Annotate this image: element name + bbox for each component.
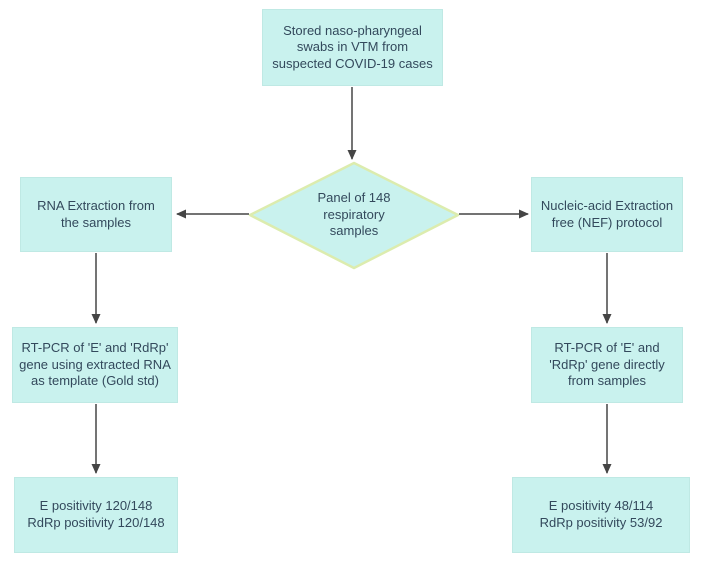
node-rtpcr-direct: RT-PCR of 'E' and 'RdRp' gene directly f… [531,327,683,403]
node-nef-protocol: Nucleic-acid Extraction free (NEF) proto… [531,177,683,252]
node-stored-swabs: Stored naso-pharyngeal swabs in VTM from… [262,9,443,86]
node-rna-extraction: RNA Extraction from the samples [20,177,172,252]
node-results-gold-std: E positivity 120/148 RdRp positivity 120… [14,477,178,553]
node-results-nef: E positivity 48/114 RdRp positivity 53/9… [512,477,690,553]
node-rtpcr-gold-std: RT-PCR of 'E' and 'RdRp' gene using extr… [12,327,178,403]
node-panel-148-label: Panel of 148 respiratory samples [317,190,391,239]
diamond-panel-shape [248,161,460,270]
